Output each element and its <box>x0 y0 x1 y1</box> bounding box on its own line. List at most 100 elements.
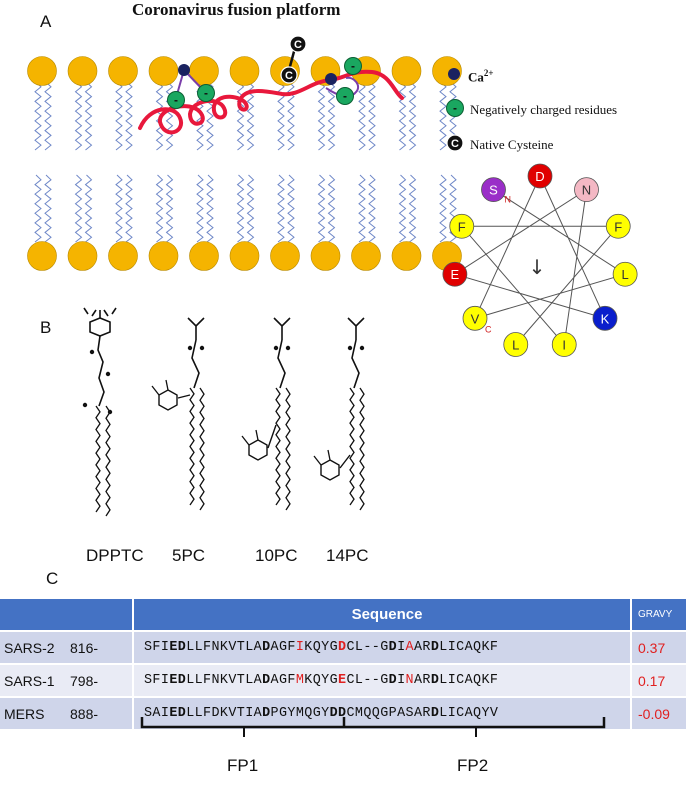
lipid-backbone <box>351 339 360 389</box>
negative-residue-sign: - <box>351 59 355 73</box>
lipid-ring <box>320 459 340 481</box>
lipid-head <box>27 241 57 271</box>
lipid-tail <box>358 174 366 243</box>
sequence-segment: D <box>430 640 440 655</box>
wheel-residue <box>612 261 638 287</box>
sequence-segment: D <box>262 673 271 688</box>
sequence-segment: I <box>397 673 406 688</box>
start-position: 816- <box>70 639 99 656</box>
fp-bracket-line <box>140 717 606 729</box>
lipid-atom <box>347 345 353 351</box>
lipid-head <box>67 56 98 86</box>
sequence-segment: LICAQYV <box>439 706 499 721</box>
wheel-residue <box>462 305 488 331</box>
negative-residue-sign: - <box>204 86 208 100</box>
legend-calcium: Ca2+ <box>468 68 494 85</box>
sequence-cell: SFIEDLLFNKVTLADAGFMKQYGECL--GDINARDLICAQ… <box>133 663 632 697</box>
header-gravy: GRAVY <box>631 599 686 631</box>
fusion-platform-title: Coronavirus fusion platform <box>132 0 341 19</box>
lipid-head <box>229 241 260 271</box>
wheel-residue <box>527 163 553 189</box>
panel-label-a: A <box>40 12 52 31</box>
lipid-ring-substituent <box>241 429 259 446</box>
lipid-tail <box>236 174 245 243</box>
sequence-segment: AGF <box>270 673 296 688</box>
lipid-atom <box>89 349 95 355</box>
wheel-residue <box>503 332 529 357</box>
lipid-tail <box>84 174 93 243</box>
sequence-segment: D <box>262 706 271 721</box>
negative-residue <box>197 84 215 102</box>
sequence-segment: AR <box>413 640 431 655</box>
fusion-peptide: ----CC <box>138 35 404 135</box>
sequence-segment: D <box>338 640 347 655</box>
wheel-residue <box>574 177 599 203</box>
legend-icons: -C <box>446 68 464 152</box>
wheel-residue <box>592 305 618 331</box>
lipid-chain <box>275 387 281 506</box>
lipid-head <box>27 56 57 86</box>
wheel-residue-letter: N <box>582 183 591 198</box>
sequence-segment: CMQQGPASAR <box>346 706 431 721</box>
sequence-segment: LLFNKVTLA <box>186 673 263 688</box>
lipid-tail <box>125 81 133 151</box>
lipid-tail <box>115 81 123 151</box>
sequence-segment: KQYG <box>304 673 339 688</box>
lipid-head <box>189 241 219 271</box>
wheel-residue-letter: D <box>535 169 544 184</box>
header-sequence: Sequence <box>133 599 632 631</box>
lipid-headgroup <box>273 317 291 340</box>
sequence-segment: ED <box>169 706 187 721</box>
lipid-tail <box>115 174 123 243</box>
hydrophobic-moment-arrow: ↓ <box>529 255 546 279</box>
legend-cysteine: Native Cysteine <box>470 137 554 152</box>
sequence-segment: SAI <box>144 706 170 721</box>
lipid-head <box>229 56 260 86</box>
lipid-tail <box>165 81 174 151</box>
dpptc-backbone <box>97 335 105 407</box>
lipid-chain <box>95 405 101 513</box>
legend-negative-icon <box>446 99 464 117</box>
calcium-ion <box>178 64 190 76</box>
lipid-head <box>108 56 138 86</box>
lipid-tail <box>317 174 326 243</box>
lipid-chain <box>105 405 111 517</box>
wheel-residue-letter: K <box>601 311 610 326</box>
lipid-tail <box>165 174 174 243</box>
sequence-cell: SFIEDLLFNKVTLADAGFIKQYGDCL--GDIAARDLICAQ… <box>133 630 632 664</box>
fp1-label: FP1 <box>227 756 259 775</box>
sequence-segment: D <box>430 673 440 688</box>
lipid-headgroup <box>187 317 205 340</box>
lipid-ring-substituent <box>151 379 169 396</box>
lipid-branch <box>267 424 277 449</box>
panel-label-b: B <box>40 318 52 337</box>
sequence-segment: N <box>405 673 414 688</box>
sequence-segment: PGYMQGY <box>270 706 330 721</box>
gravy-value: 0.17 <box>631 663 686 697</box>
lipid-tail <box>439 174 447 243</box>
lipid-tail <box>317 81 326 151</box>
sequence-segment: I <box>295 640 305 655</box>
wheel-residue-letter: V <box>471 311 480 326</box>
lipid-chain <box>349 387 355 506</box>
lipid-tail <box>44 81 52 151</box>
sequence-segment: LICAQKF <box>439 673 499 688</box>
lipid-head <box>391 241 422 271</box>
sequence-segment: ED <box>169 640 187 655</box>
sequence-segment: AGF <box>270 640 296 655</box>
lipid-tail <box>327 81 336 151</box>
lipid-tail <box>368 81 376 151</box>
lipid-structures <box>82 307 365 517</box>
lipid-head <box>108 241 138 271</box>
native-cysteine <box>280 66 298 84</box>
start-position: 798- <box>70 672 99 689</box>
lipid-tail <box>287 174 295 243</box>
sequence-segment: D <box>262 640 271 655</box>
lipid-chain <box>199 387 205 511</box>
lipid-head <box>67 241 98 271</box>
wheel-c-terminus: C <box>485 324 492 334</box>
sequence-segment: LLFDKVTIA <box>186 706 263 721</box>
